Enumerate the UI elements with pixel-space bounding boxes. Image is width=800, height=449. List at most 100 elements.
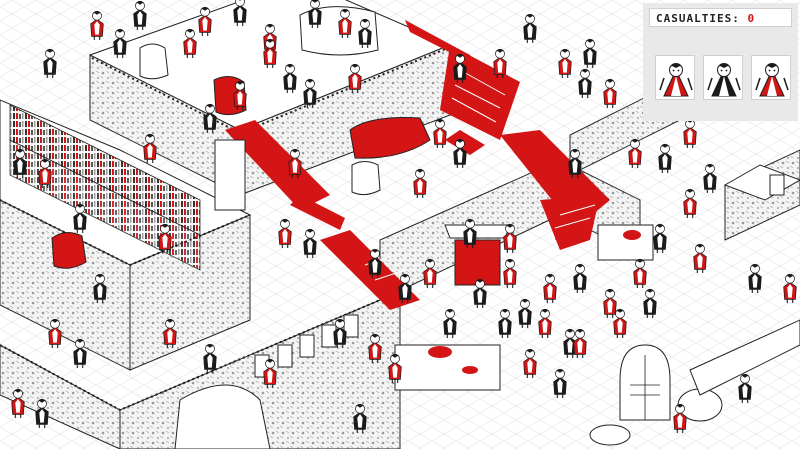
vampire-character[interactable] <box>183 28 197 59</box>
vampire-character[interactable] <box>748 263 762 294</box>
hud-panel: CASUALTIES: 0 <box>643 3 798 121</box>
vampire-character[interactable] <box>263 38 277 69</box>
vampire-character[interactable] <box>93 273 107 304</box>
vampire-character[interactable] <box>573 328 587 359</box>
casualties-value: 0 <box>747 12 756 25</box>
vampire-character[interactable] <box>628 138 642 169</box>
vampire-character[interactable] <box>583 38 597 69</box>
vampire-character[interactable] <box>473 278 487 309</box>
vampire-character[interactable] <box>233 0 247 27</box>
vampire-character[interactable] <box>13 148 27 179</box>
vampire-icon <box>707 63 741 97</box>
vampire-character[interactable] <box>73 338 87 369</box>
vampire-character[interactable] <box>493 48 507 79</box>
vampire-character[interactable] <box>633 258 647 289</box>
casualties-label: CASUALTIES: <box>656 12 740 25</box>
vampire-character[interactable] <box>558 48 572 79</box>
vampire-character[interactable] <box>463 218 477 249</box>
vampire-character[interactable] <box>643 288 657 319</box>
vampire-character[interactable] <box>683 188 697 219</box>
vampire-character[interactable] <box>738 373 752 404</box>
vampire-character[interactable] <box>278 218 292 249</box>
vampire-character[interactable] <box>413 168 427 199</box>
vampire-character[interactable] <box>523 348 537 379</box>
vampire-character[interactable] <box>683 118 697 149</box>
vampire-character[interactable] <box>43 48 57 79</box>
vampire-character[interactable] <box>283 63 297 94</box>
vampire-target-3 <box>751 55 791 100</box>
vampire-character[interactable] <box>198 6 212 37</box>
vampire-character[interactable] <box>338 8 352 39</box>
vampire-character[interactable] <box>538 308 552 339</box>
vampire-character[interactable] <box>443 308 457 339</box>
vampire-character[interactable] <box>158 223 172 254</box>
vampire-character[interactable] <box>613 308 627 339</box>
clock-cabinet <box>214 139 246 211</box>
vampire-character[interactable] <box>333 318 347 349</box>
side-table <box>597 224 654 261</box>
vampire-character[interactable] <box>113 28 127 59</box>
vampire-character[interactable] <box>143 133 157 164</box>
vampire-character[interactable] <box>203 103 217 134</box>
vampire-character[interactable] <box>73 203 87 234</box>
vampire-character[interactable] <box>398 273 412 304</box>
vampire-character[interactable] <box>703 163 717 194</box>
vampire-icon <box>659 63 693 97</box>
red-sofa <box>349 117 431 159</box>
vampire-crowd[interactable] <box>11 0 797 434</box>
vampire-character[interactable] <box>358 18 372 49</box>
vampire-character[interactable] <box>518 298 532 329</box>
vampire-character[interactable] <box>453 53 467 84</box>
vampire-character[interactable] <box>48 318 62 349</box>
library-room <box>0 99 252 371</box>
vampire-character[interactable] <box>568 148 582 179</box>
red-armchair-library <box>51 232 87 269</box>
vampire-character[interactable] <box>563 328 577 359</box>
casualties-counter: CASUALTIES: 0 <box>649 8 792 27</box>
vampire-character[interactable] <box>783 273 797 304</box>
vampire-character[interactable] <box>453 138 467 169</box>
vampire-character[interactable] <box>573 263 587 294</box>
vampire-character[interactable] <box>693 243 707 274</box>
vampire-character[interactable] <box>368 333 382 364</box>
grand-piano <box>174 384 271 449</box>
vampire-icon <box>755 63 789 97</box>
vampire-character[interactable] <box>578 68 592 99</box>
vampire-character[interactable] <box>303 228 317 259</box>
vampire-character[interactable] <box>523 13 537 44</box>
vampire-character[interactable] <box>203 343 217 374</box>
vampire-character[interactable] <box>498 308 512 339</box>
vampire-character[interactable] <box>38 158 52 189</box>
vampire-character[interactable] <box>288 148 302 179</box>
vampire-character[interactable] <box>233 80 247 111</box>
vampire-character[interactable] <box>368 248 382 279</box>
vampire-character[interactable] <box>658 143 672 174</box>
vampire-character[interactable] <box>133 0 147 31</box>
vampire-character[interactable] <box>603 288 617 319</box>
vampire-character[interactable] <box>388 353 402 384</box>
vampire-character[interactable] <box>35 398 49 429</box>
vampire-character[interactable] <box>353 403 367 434</box>
vampire-character[interactable] <box>553 368 567 399</box>
vampire-character[interactable] <box>503 258 517 289</box>
vampire-character[interactable] <box>543 273 557 304</box>
vampire-character[interactable] <box>603 78 617 109</box>
vampire-character[interactable] <box>303 78 317 109</box>
vampire-character[interactable] <box>308 0 322 29</box>
vampire-character[interactable] <box>673 403 687 434</box>
curtain-stage <box>454 239 501 286</box>
vampire-character[interactable] <box>653 223 667 254</box>
vampire-target-1 <box>655 55 695 100</box>
vampire-character[interactable] <box>163 318 177 349</box>
stair-lines <box>364 69 596 281</box>
vampire-character[interactable] <box>348 63 362 94</box>
vampire-character[interactable] <box>11 388 25 419</box>
vampire-character[interactable] <box>433 118 447 149</box>
vampire-character[interactable] <box>90 10 104 41</box>
vampire-character[interactable] <box>503 223 517 254</box>
vampire-character[interactable] <box>423 258 437 289</box>
white-armchair-2 <box>351 161 381 196</box>
right-building <box>723 149 800 241</box>
vampire-character[interactable] <box>263 358 277 389</box>
